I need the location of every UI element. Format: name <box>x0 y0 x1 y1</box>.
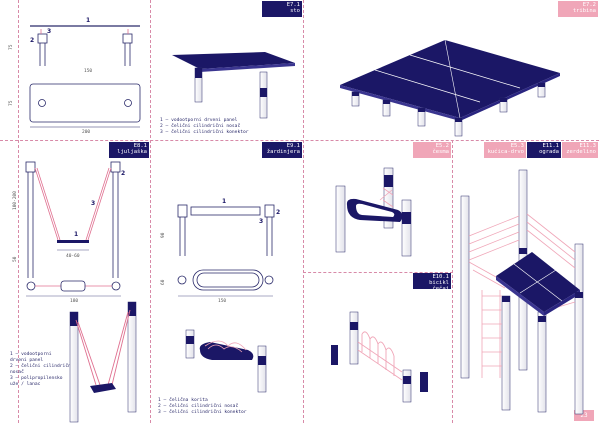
grid-line <box>0 140 599 141</box>
dim-e91-w: 150 <box>218 298 226 304</box>
dim-e81-h2: 50 <box>12 256 18 262</box>
dim-e71-w: 150 <box>84 68 92 74</box>
callout-1: 1 <box>86 17 90 24</box>
e53-iso-treehouse <box>460 169 584 415</box>
dim-e91-h: 90 <box>160 232 166 238</box>
callout-2: 2 <box>121 170 125 177</box>
dim-e81-w2: 180 <box>70 298 78 304</box>
e81-plan <box>26 280 121 297</box>
e81-elevation <box>25 161 121 278</box>
callout-2: 2 <box>30 37 34 44</box>
callout-3: 3 <box>91 200 95 207</box>
dim-e81-h: 100-200 <box>12 191 18 210</box>
e52-iso-fountain <box>335 167 412 257</box>
dim-e71-h2: 75 <box>8 100 14 106</box>
dim-e91-h2: 60 <box>160 279 166 285</box>
dim-e81-w: 40-60 <box>66 253 80 259</box>
e71-plan <box>29 83 141 128</box>
e72-iso-tribina <box>340 39 560 137</box>
e101-iso-bikerack <box>331 311 428 403</box>
callout-1: 1 <box>74 231 78 238</box>
grid-line <box>303 0 304 423</box>
grid-line <box>18 0 19 423</box>
callout-2: 2 <box>276 209 280 216</box>
grid-line <box>452 140 453 423</box>
e71-elevation <box>30 25 140 66</box>
e91-plan <box>177 269 274 297</box>
callout-1: 1 <box>222 198 226 205</box>
callout-3: 3 <box>259 218 263 225</box>
e81-iso-swing <box>69 301 137 423</box>
e91-iso-planter <box>185 329 267 393</box>
dim-e71-h: 75 <box>8 44 14 50</box>
grid-line <box>303 272 453 273</box>
page-number: 23 <box>574 410 594 421</box>
e71-iso-table <box>172 52 295 119</box>
callout-3: 3 <box>47 28 51 35</box>
grid-line <box>150 0 151 423</box>
e91-elevation <box>177 204 275 256</box>
dim-e71-w2: 200 <box>82 129 90 135</box>
